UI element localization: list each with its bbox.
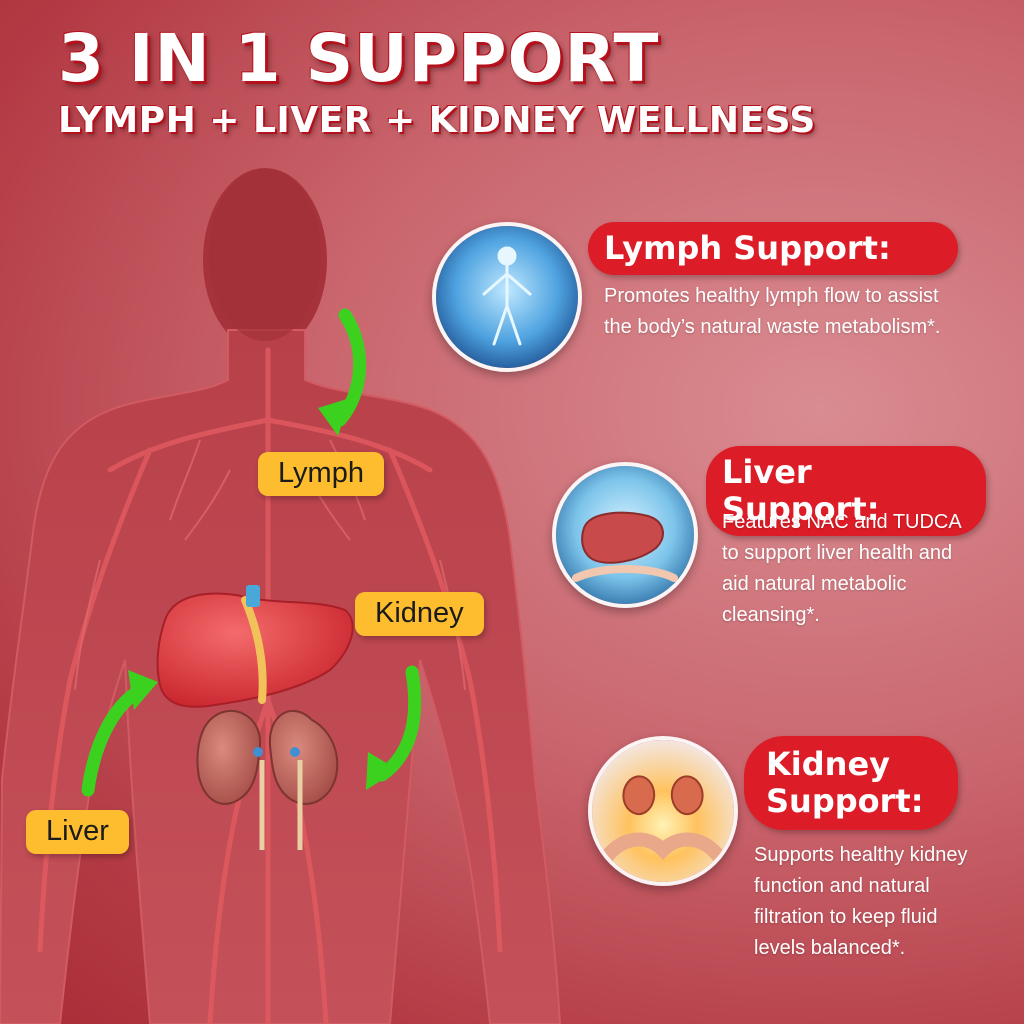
liver-organ	[156, 585, 354, 708]
kidney-hands-icon	[588, 736, 738, 886]
kidney-arrow	[366, 665, 422, 790]
lymph-arrow	[318, 308, 367, 436]
liver-support-description: Features NAC and TUDCA to support liver …	[722, 511, 962, 626]
liver-label: Liver	[26, 810, 129, 854]
human-body-illustration	[0, 168, 562, 1024]
page-title: 3 IN 1 SUPPORT	[58, 20, 660, 97]
lymph-support-title: Lymph Support:	[588, 222, 958, 275]
liver-support-title: Liver Support:	[706, 446, 986, 536]
kidney-label: Kidney	[355, 592, 484, 636]
liver-arrow	[81, 670, 158, 797]
kidney-support-description: Supports healthy kidney function and nat…	[754, 844, 968, 959]
kidney-organs	[196, 709, 339, 850]
kidney-support-title: Kidney Support:	[744, 736, 958, 830]
lymph-body-icon	[432, 222, 582, 372]
page-subtitle: LYMPH + LIVER + KIDNEY WELLNESS	[58, 100, 816, 141]
lymph-label: Lymph	[258, 452, 384, 496]
lymph-support-description: Promotes healthy lymph flow to assist th…	[604, 285, 941, 338]
liver-hologram-icon	[552, 462, 698, 608]
